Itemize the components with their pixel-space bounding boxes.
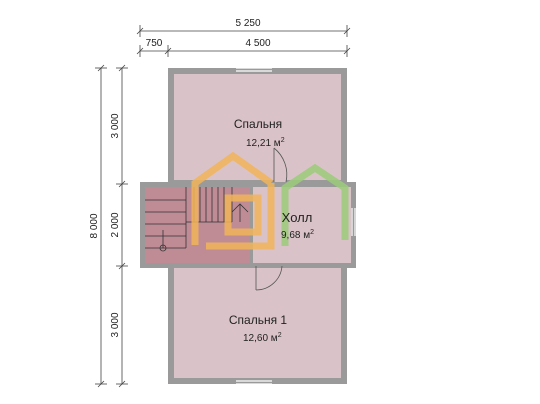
watermark-logo (191, 151, 349, 250)
top-dimensions (136, 25, 351, 57)
door-top (273, 147, 288, 183)
bedroom-top-name: Спальня (234, 117, 282, 131)
hall-name: Холл (282, 210, 313, 225)
hall-area: 9,68 м2 (281, 229, 314, 241)
door-bottom (255, 265, 283, 291)
dim-left-total: 8 000 (89, 213, 100, 238)
partitions (174, 180, 341, 268)
dim-left-mid: 2 000 (110, 212, 121, 237)
bedroom-bottom-area: 12,60 м2 (243, 332, 282, 344)
bedroom-bottom-name: Спальня 1 (229, 313, 288, 327)
bedroom-top-area: 12,21 м2 (246, 137, 285, 149)
dim-top-left: 750 (146, 38, 163, 49)
bedroom-top-floor (174, 74, 341, 182)
dim-top-right: 4 500 (245, 38, 270, 49)
windows (236, 67, 356, 385)
dim-left-top: 3 000 (110, 113, 121, 138)
left-dimensions (95, 64, 128, 388)
dim-top-total: 5 250 (235, 18, 260, 29)
bedroom-bottom-floor (174, 268, 341, 378)
dim-left-bottom: 3 000 (110, 312, 121, 337)
